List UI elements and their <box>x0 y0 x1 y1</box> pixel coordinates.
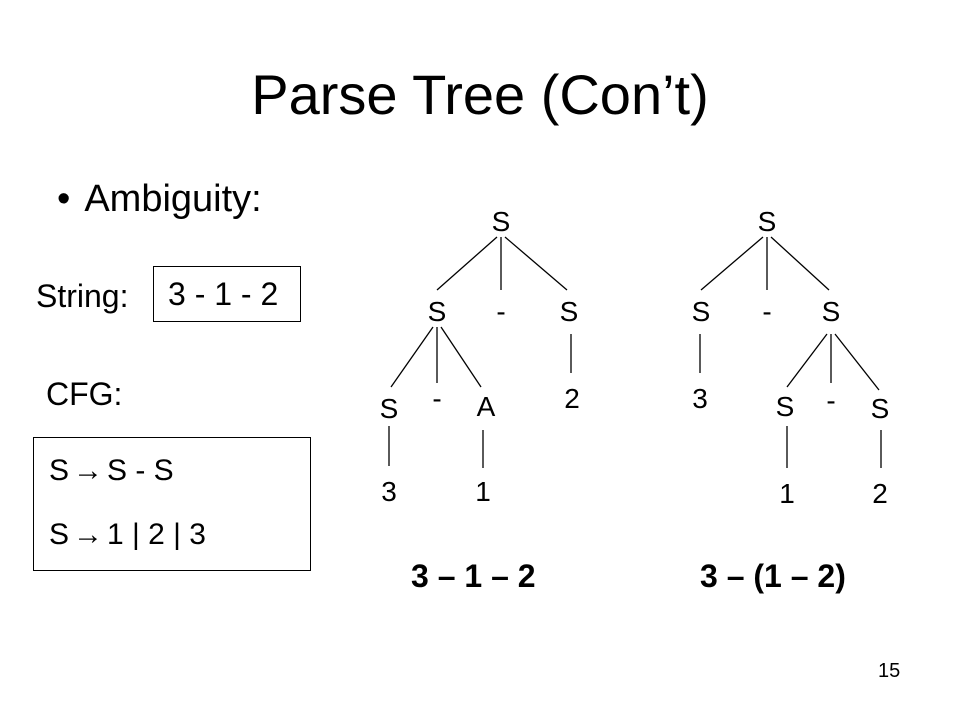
parse-tree-left-labels: S S - S S - A 2 3 1 <box>380 206 580 507</box>
tree-edge <box>436 236 498 291</box>
tree-edge <box>504 236 568 291</box>
rule-rhs: 1 | 2 | 3 <box>107 518 206 551</box>
cfg-rules-box: S→S - S S→1 | 2 | 3 <box>33 437 311 571</box>
parse-tree-right-labels: S S - S 3 S - S 1 2 <box>692 206 890 509</box>
tree-node: - <box>762 296 771 327</box>
tree-right-caption: 3 – (1 – 2) <box>700 558 846 594</box>
rule-lhs: S <box>49 454 70 487</box>
cfg-rule: S→1 | 2 | 3 <box>49 517 206 553</box>
string-label: String: <box>36 278 129 314</box>
tree-node-root: S <box>758 206 777 237</box>
tree-node: S <box>822 296 841 327</box>
cfg-label: CFG: <box>46 376 123 412</box>
tree-edge <box>770 236 830 291</box>
tree-node: - <box>432 383 441 414</box>
tree-node: - <box>826 385 835 416</box>
tree-edge <box>834 333 880 391</box>
tree-node: - <box>496 296 505 327</box>
bullet-item: • Ambiguity: <box>57 176 262 222</box>
tree-edge <box>786 333 828 388</box>
cfg-rule: S→S - S <box>49 453 174 489</box>
tree-leaf: 2 <box>872 478 888 509</box>
tree-node: S <box>380 393 399 424</box>
parse-tree-left <box>388 236 572 468</box>
string-value-box: 3 - 1 - 2 <box>153 266 301 322</box>
tree-left-caption: 3 – 1 – 2 <box>411 558 536 594</box>
right-arrow-icon: → <box>73 518 104 551</box>
bullet-marker: • <box>57 178 71 220</box>
page-number: 15 <box>878 660 901 682</box>
rule-lhs: S <box>49 518 70 551</box>
tree-node-root: S <box>492 206 511 237</box>
tree-node: S <box>871 393 890 424</box>
tree-edge <box>700 236 764 291</box>
tree-node: S <box>692 296 711 327</box>
bullet-text: Ambiguity: <box>84 178 262 220</box>
tree-edge <box>440 326 482 388</box>
tree-leaf: 1 <box>475 476 491 507</box>
tree-node: 2 <box>564 383 580 414</box>
tree-leaf: 1 <box>779 478 795 509</box>
tree-edge <box>390 326 434 388</box>
rule-rhs: S - S <box>107 454 174 487</box>
tree-leaf: 3 <box>381 476 397 507</box>
tree-node: A <box>477 391 496 422</box>
parse-tree-right <box>699 236 882 468</box>
slide-title: Parse Tree (Con’t) <box>251 63 709 126</box>
tree-node: 3 <box>692 383 708 414</box>
right-arrow-icon: → <box>73 454 104 487</box>
tree-node: S <box>428 296 447 327</box>
tree-node: S <box>776 391 795 422</box>
tree-node: S <box>560 296 579 327</box>
